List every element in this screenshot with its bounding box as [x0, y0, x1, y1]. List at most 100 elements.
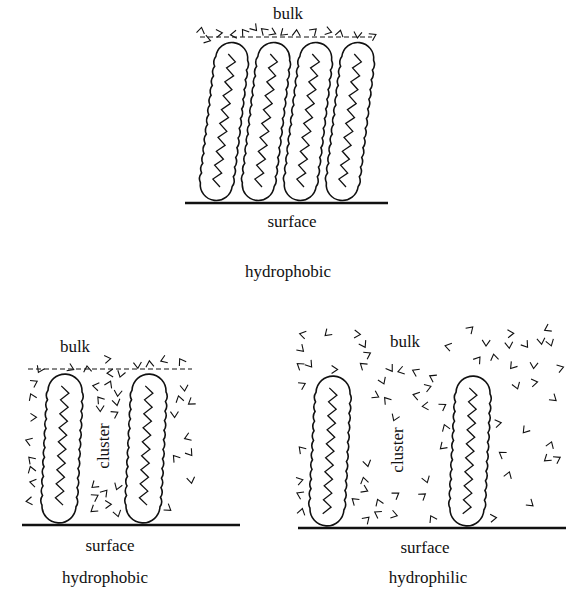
- water-molecule: [278, 28, 288, 38]
- water-molecule: [350, 496, 360, 506]
- water-molecule: [113, 510, 122, 518]
- water-molecule: [298, 380, 307, 390]
- water-molecule: [187, 477, 196, 484]
- water-molecule: [67, 363, 76, 373]
- water-molecule: [24, 436, 32, 446]
- water-molecule: [359, 477, 368, 485]
- water-molecule: [296, 476, 304, 485]
- water-molecule: [100, 488, 110, 498]
- label: bulk: [273, 5, 303, 24]
- region-label: cluster: [389, 427, 408, 472]
- water-molecule: [26, 465, 35, 473]
- water-molecule: [520, 425, 530, 435]
- surfactant-molecule: [124, 373, 169, 524]
- water-molecule: [164, 504, 174, 514]
- water-molecule: [354, 330, 361, 338]
- label: bulk: [390, 333, 420, 352]
- water-molecule: [299, 330, 307, 339]
- water-molecule: [466, 324, 476, 334]
- water-molecule: [159, 355, 168, 365]
- water-molecule: [530, 362, 538, 369]
- label: hydrophobic: [62, 569, 148, 588]
- water-molecule: [441, 423, 451, 431]
- water-molecule: [292, 30, 300, 37]
- water-molecule: [335, 29, 344, 37]
- water-molecule: [26, 454, 36, 464]
- label: surface: [267, 213, 316, 232]
- water-molecule: [546, 440, 556, 448]
- water-molecule: [239, 27, 249, 37]
- water-molecule: [363, 460, 372, 468]
- water-molecule: [374, 498, 384, 506]
- surfactant-molecule: [448, 375, 493, 527]
- water-molecule: [504, 471, 513, 479]
- water-molecule: [30, 378, 39, 388]
- surfactant-molecule: [323, 40, 377, 202]
- water-molecule: [386, 364, 396, 373]
- water-molecule: [305, 360, 315, 370]
- water-molecule: [363, 349, 372, 359]
- water-molecule: [482, 340, 490, 346]
- water-molecule: [92, 382, 99, 391]
- region-label: cluster: [95, 423, 114, 468]
- water-molecule: [507, 329, 514, 337]
- label: hydrophilic: [389, 569, 467, 588]
- water-molecule: [185, 448, 195, 458]
- water-molecule: [358, 360, 368, 370]
- water-molecule: [176, 357, 186, 366]
- water-molecule: [526, 499, 536, 509]
- surface-line: [22, 524, 240, 527]
- water-molecule: [309, 26, 319, 36]
- surface-line: [185, 202, 388, 205]
- water-molecule: [521, 340, 531, 350]
- water-molecule: [105, 500, 111, 508]
- water-molecule: [508, 361, 518, 371]
- water-molecule: [505, 342, 514, 349]
- water-molecule: [104, 355, 111, 364]
- water-molecule: [543, 324, 552, 334]
- water-molecule: [269, 28, 278, 38]
- water-molecule: [537, 338, 546, 345]
- water-molecule: [512, 382, 522, 390]
- water-molecule: [27, 392, 37, 401]
- water-molecule: [204, 35, 212, 44]
- water-molecule: [133, 362, 141, 369]
- water-molecule: [490, 353, 499, 360]
- surfactant-molecule: [40, 373, 85, 524]
- water-molecule: [412, 391, 420, 400]
- water-molecule: [170, 411, 178, 417]
- water-molecule: [369, 31, 378, 41]
- water-molecule: [295, 489, 304, 499]
- water-molecule: [91, 492, 100, 502]
- water-molecule: [418, 491, 428, 501]
- water-molecule: [378, 377, 388, 386]
- water-molecule: [175, 395, 184, 403]
- water-molecule: [549, 394, 559, 404]
- water-molecule: [104, 380, 114, 389]
- dashed-boundary: [28, 369, 192, 370]
- water-molecule: [112, 399, 121, 406]
- water-molecule: [325, 27, 333, 36]
- water-molecule: [392, 490, 401, 500]
- water-molecule: [145, 360, 154, 367]
- water-molecule: [428, 372, 437, 382]
- water-molecule: [216, 29, 223, 38]
- water-molecule: [111, 409, 120, 419]
- water-molecule: [371, 391, 380, 401]
- water-molecule: [250, 23, 260, 33]
- water-molecule: [295, 360, 305, 370]
- surfactant-molecule: [308, 375, 353, 527]
- water-molecule: [353, 32, 362, 39]
- water-molecule: [438, 442, 448, 452]
- water-molecule: [230, 30, 237, 39]
- water-molecule: [495, 419, 502, 428]
- water-molecule: [490, 514, 497, 523]
- dashed-boundary: [200, 37, 372, 38]
- water-molecule: [390, 510, 398, 519]
- water-molecule: [26, 497, 33, 506]
- water-molecule: [424, 382, 432, 392]
- water-molecule: [332, 365, 338, 373]
- water-molecule: [473, 355, 483, 365]
- water-molecule: [180, 385, 189, 392]
